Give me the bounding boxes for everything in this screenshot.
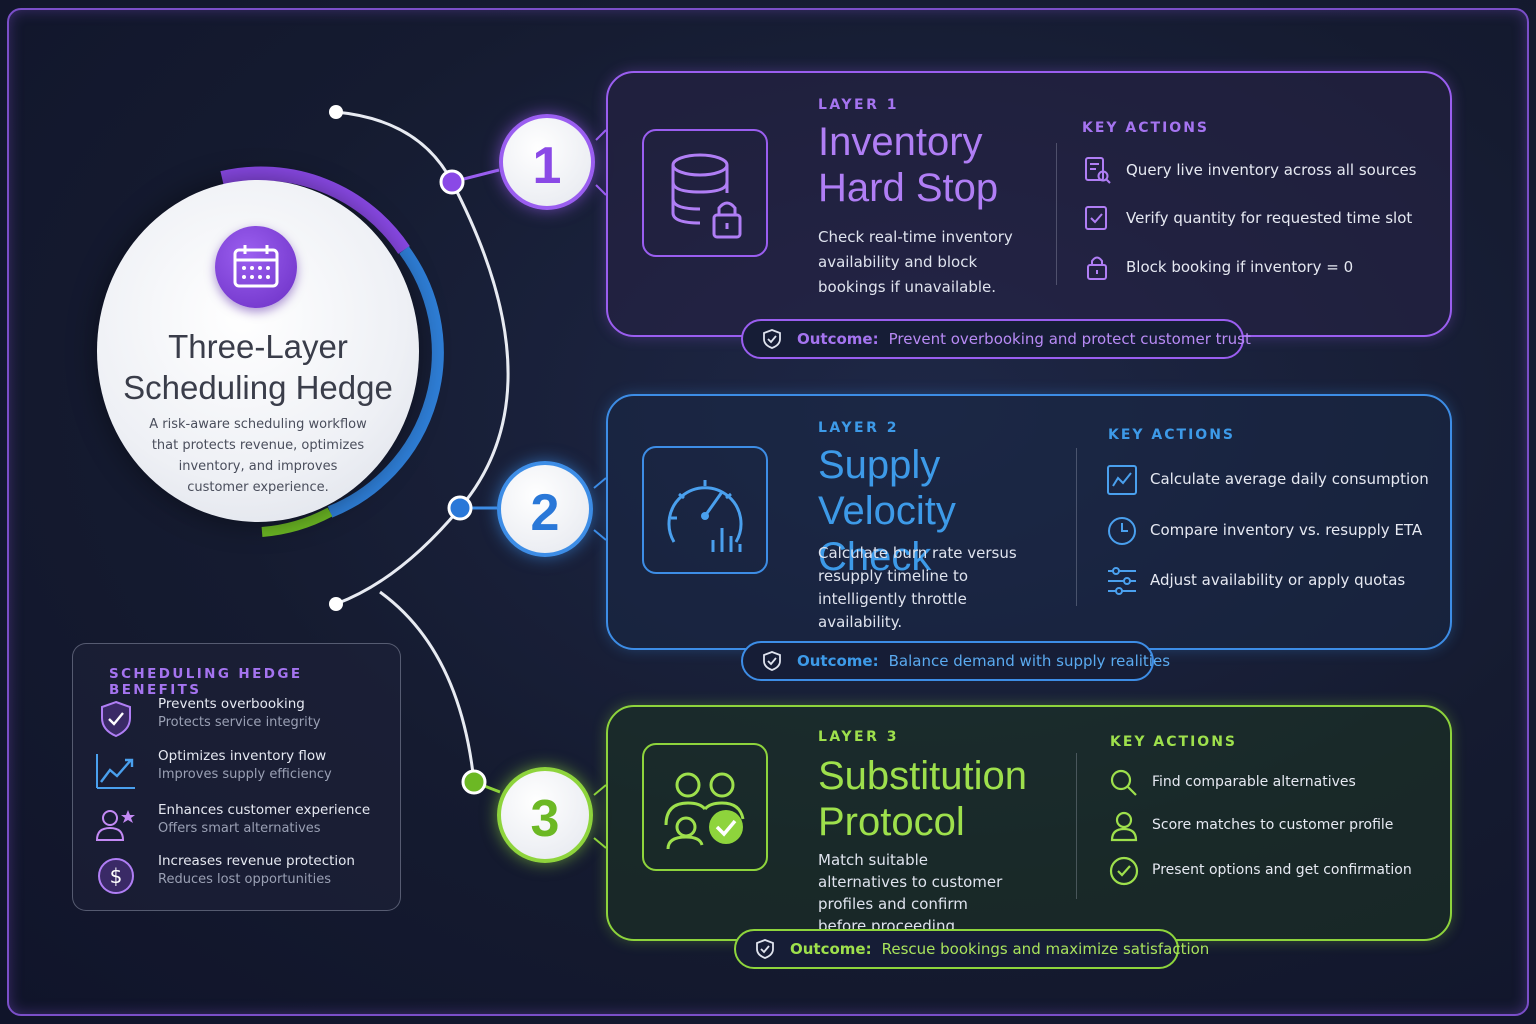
sliders-icon — [1106, 565, 1136, 595]
layer-3-action-1-text: Find comparable alternatives — [1152, 774, 1356, 790]
lock-icon — [1082, 252, 1112, 282]
benefit-subtitle: Improves supply efficiency — [158, 767, 332, 782]
layer-3-divider — [1076, 753, 1077, 899]
layer-2-description: Calculate burn rate versus resupply time… — [818, 544, 1017, 631]
layer-2-action-2-text: Compare inventory vs. resupply ETA — [1150, 521, 1423, 539]
layer-2-title: Supply Velocity Check — [818, 443, 956, 579]
layer-1-title: Inventory Hard Stop — [818, 120, 999, 210]
layer-2-outcome: Outcome: Balance demand with supply real… — [741, 641, 1170, 681]
database-lock-icon — [642, 129, 768, 257]
layer-2-key-actions-title: KEY ACTIONS — [1108, 427, 1235, 443]
layer-1-label: LAYER 1 — [818, 97, 900, 113]
layer-3-outcome: Outcome: Rescue bookings and maximize sa… — [734, 929, 1209, 969]
layer-2-divider — [1076, 448, 1077, 606]
layer-1-action-3-text: Block booking if inventory = 0 — [1126, 258, 1354, 276]
layer-3-outcome-label: Outcome: — [790, 940, 872, 958]
layer-2-number: 2 — [497, 461, 593, 557]
benefit-item: $ Increases revenue protection Reduces l… — [95, 853, 395, 901]
benefit-subtitle: Protects service integrity — [158, 715, 321, 730]
benefits-title: SCHEDULING HEDGE BENEFITS — [109, 666, 303, 698]
layer-1-key-actions-title: KEY ACTIONS — [1082, 120, 1209, 136]
layer-2-card: LAYER 2 Supply Velocity Check Calculate … — [606, 394, 1452, 650]
layer-3-outcome-text: Rescue bookings and maximize satisfactio… — [881, 940, 1210, 958]
layer-3-action-3-text: Present options and get confirmation — [1152, 862, 1412, 878]
layer-3-key-actions-title: KEY ACTIONS — [1110, 734, 1237, 750]
layer-3-description: Match suitable alternatives to customer … — [818, 851, 1003, 935]
benefit-subtitle: Offers smart alternatives — [158, 821, 321, 836]
layer-1-outcome: Outcome: Prevent overbooking and protect… — [741, 319, 1251, 359]
layer-2-action-3-text: Adjust availability or apply quotas — [1150, 571, 1406, 589]
layer-3-action-2: Score matches to customer profile — [1108, 810, 1394, 842]
layer-2-action-3: Adjust availability or apply quotas — [1106, 565, 1405, 595]
layer-1-action-1: Query live inventory across all sources — [1082, 155, 1417, 185]
layer-3-label: LAYER 3 — [818, 729, 900, 745]
benefit-subtitle: Reduces lost opportunities — [158, 872, 331, 887]
benefit-item: Optimizes inventory flow Improves supply… — [95, 748, 395, 796]
users-check-icon — [642, 743, 768, 871]
layer-2-outcome-text: Balance demand with supply realities — [888, 652, 1171, 670]
layer-1-action-3: Block booking if inventory = 0 — [1082, 252, 1353, 282]
layer-1-card: LAYER 1 Inventory Hard Stop Check real-t… — [606, 71, 1452, 337]
calendar-icon — [215, 226, 297, 308]
layer-3-action-1: Find comparable alternatives — [1108, 767, 1356, 797]
benefits-panel: SCHEDULING HEDGE BENEFITS Prevents overb… — [72, 643, 401, 911]
layer-1-outcome-text: Prevent overbooking and protect customer… — [888, 330, 1251, 348]
benefit-item: Prevents overbooking Protects service in… — [95, 696, 395, 744]
layer-2-action-1: Calculate average daily consumption — [1106, 464, 1429, 495]
layer-1-action-1-text: Query live inventory across all sources — [1126, 161, 1417, 179]
shield-check-icon — [761, 328, 783, 350]
layer-1-number: 1 — [499, 114, 595, 210]
document-search-icon — [1082, 155, 1112, 185]
benefit-item: Enhances customer experience Offers smar… — [95, 802, 395, 850]
benefit-title: Prevents overbooking — [158, 696, 305, 712]
user-star-icon — [95, 804, 137, 846]
svg-text:$: $ — [110, 864, 123, 888]
shield-check-icon — [761, 650, 783, 672]
shield-check-icon — [95, 698, 137, 740]
hero-subtitle: A risk-aware scheduling workflow that pr… — [149, 417, 367, 495]
layer-2-action-2: Compare inventory vs. resupply ETA — [1106, 515, 1422, 545]
dollar-circle-icon: $ — [95, 855, 137, 897]
page-frame — [7, 8, 1529, 1016]
trend-up-icon — [95, 750, 137, 792]
benefit-title: Optimizes inventory flow — [158, 748, 327, 764]
line-chart-icon — [1106, 464, 1137, 495]
layer-2-action-1-text: Calculate average daily consumption — [1150, 470, 1429, 488]
layer-1-action-2-text: Verify quantity for requested time slot — [1126, 209, 1413, 227]
speedometer-icon — [642, 446, 768, 574]
layer-3-action-2-text: Score matches to customer profile — [1152, 817, 1394, 833]
layer-3-card: LAYER 3 Substitution Protocol Match suit… — [606, 705, 1452, 941]
layer-3-action-3: Present options and get confirmation — [1108, 855, 1412, 886]
layer-3-number: 3 — [497, 767, 593, 863]
shield-check-icon — [754, 938, 776, 960]
clipboard-check-icon — [1082, 203, 1112, 233]
search-icon — [1108, 767, 1138, 797]
hero-title: Three-Layer Scheduling Hedge — [123, 328, 393, 406]
layer-1-divider — [1056, 143, 1057, 285]
check-circle-icon — [1108, 855, 1139, 886]
benefit-title: Enhances customer experience — [158, 802, 371, 818]
layer-1-action-2: Verify quantity for requested time slot — [1082, 203, 1412, 233]
layer-1-description: Check real-time inventory availability a… — [818, 228, 1013, 296]
layer-2-outcome-label: Outcome: — [797, 652, 879, 670]
clock-icon — [1106, 515, 1136, 545]
layer-1-outcome-label: Outcome: — [797, 330, 879, 348]
layer-3-title: Substitution Protocol — [818, 754, 1028, 844]
benefit-title: Increases revenue protection — [158, 853, 355, 869]
user-icon — [1108, 810, 1138, 842]
layer-2-label: LAYER 2 — [818, 420, 900, 436]
hero-circle: Three-Layer Scheduling Hedge A risk-awar… — [97, 180, 419, 522]
